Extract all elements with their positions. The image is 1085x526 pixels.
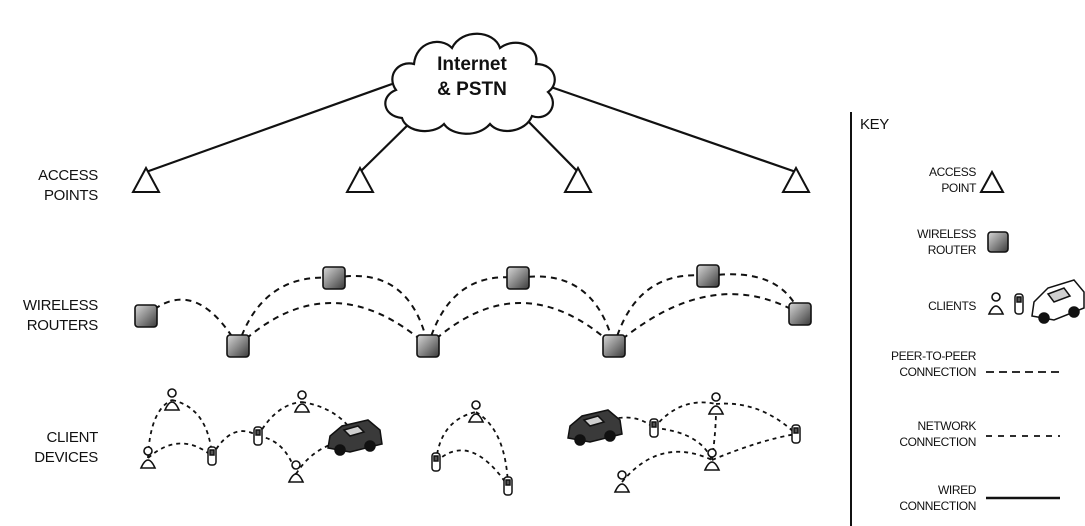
wired-link [547,84,797,174]
key-label-peer-to-peer: PEER-TO-PEER CONNECTION [860,348,976,380]
key-label-wired: WIRED CONNECTION [860,482,976,514]
p2p-link [475,411,509,487]
tier-label-access-points: ACCESS POINTS [0,166,98,206]
person-client-icon [467,400,485,423]
network-link [613,274,709,347]
network-link [427,276,519,347]
network-link [145,298,239,347]
network-link [333,274,429,347]
handheld-client-icon [1014,293,1024,315]
wireless-router-icon [602,334,626,358]
person-client-icon [287,460,305,483]
wireless-router-icon [226,334,250,358]
handheld-client-icon [253,426,263,446]
key-label-line: WIRED [938,483,976,497]
tier-label-wireless-routers: WIRELESS ROUTERS [0,296,98,336]
p2p-link [295,439,355,475]
handheld-client-icon [649,418,659,438]
person-clients [139,388,725,493]
key-label-line: CONNECTION [899,499,976,513]
person-client-icon [703,448,721,471]
p2p-link [435,449,509,487]
p2p-link [257,435,297,475]
person-client-icon [163,388,181,411]
tier-label-line: DEVICES [34,449,98,466]
wireless-router-icon [696,264,720,288]
p2p-link [621,450,713,483]
key-label-access-point: ACCESS POINT [860,164,976,196]
wireless-router-icon [416,334,440,358]
cloud-label-line2: & PSTN [437,79,507,100]
wireless-router-icon [788,302,812,326]
key-label-line: POINT [941,181,976,195]
key-label-line: CLIENTS [928,299,976,313]
handheld-client-icon [791,424,801,444]
access-points [131,165,811,193]
handheld-client-icon [503,476,513,496]
access-point-icon [979,169,1005,193]
car-client-icon [1031,279,1085,324]
key-label-line: ACCESS [929,165,976,179]
tier-label-client-devices: CLIENT DEVICES [0,428,98,468]
network-link [707,273,801,315]
p2p-link [715,402,797,435]
network-link [613,293,801,347]
key-label-line: PEER-TO-PEER [891,349,976,363]
access-point-icon [131,165,161,193]
wireless-router-icon [322,266,346,290]
network-link [237,276,335,347]
tier-label-line: ROUTERS [26,317,99,334]
car-client-icon [327,419,383,456]
p2p-link [653,427,713,461]
cloud-label: Internet & PSTN [412,52,532,102]
cloud-icon [384,32,556,135]
tier-label-line: CLIENT [46,429,98,446]
network-link [517,275,615,347]
handheld-clients [207,418,801,496]
p2p-link [211,430,259,457]
key-label-line: WIRELESS [917,227,976,241]
p2p-link [257,401,303,437]
wireless-router-icon [134,304,158,328]
tier-label-line: ACCESS [38,167,98,184]
wired-link [145,82,393,174]
key-title: KEY [860,116,889,133]
tier-label-line: POINTS [43,187,98,204]
p2p-link [711,409,717,461]
access-point-icon [345,165,375,193]
key-label-line: CONNECTION [899,435,976,449]
access-point-icon [563,165,593,193]
wired-link [521,114,579,173]
handheld-client-icon [207,446,217,466]
key-label-network: NETWORK CONNECTION [860,418,976,450]
handheld-client-icon [431,452,441,472]
peer-to-peer-connections [147,399,797,487]
key-label-line: ROUTER [927,243,977,257]
key-label-line: NETWORK [917,419,976,433]
person-client-icon [987,292,1005,315]
person-client-icon [293,390,311,413]
cloud-label-line1: Internet [437,54,507,75]
car-client-icon [567,409,623,446]
network-link [427,302,615,347]
tier-label-line: WIRELESS [22,297,98,314]
p2p-link [147,442,213,459]
key-label-clients: CLIENTS [860,298,976,314]
wireless-routers [134,264,812,358]
network-link [237,302,429,347]
person-client-icon [707,392,725,415]
person-client-icon [139,446,157,469]
p2p-link [711,433,797,461]
access-point-icon [781,165,811,193]
key-label-line: CONNECTION [899,365,976,379]
person-client-icon [613,470,631,493]
key-label-wireless-router: WIRELESS ROUTER [860,226,976,258]
wireless-router-icon [506,266,530,290]
wireless-router-icon [987,231,1009,253]
p2p-link [653,401,717,429]
